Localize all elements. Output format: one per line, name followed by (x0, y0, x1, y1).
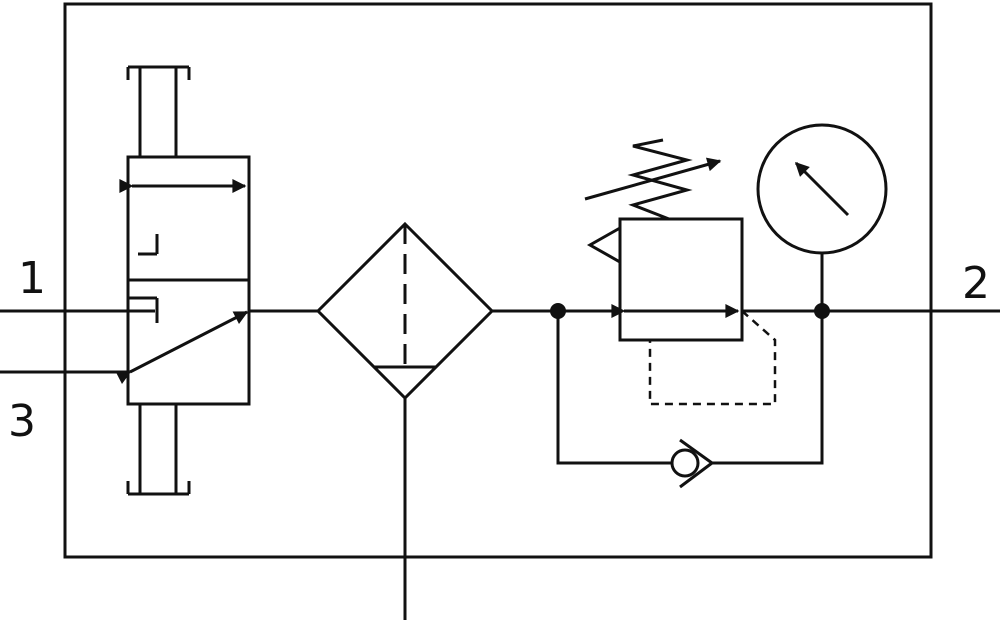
port-label-inlet: 1 (18, 253, 46, 304)
port-label-outlet: 2 (962, 258, 990, 309)
shutoff-valve (115, 65, 251, 496)
check-valve-bypass (556, 311, 824, 489)
pressure-gauge (756, 123, 888, 311)
junction-dot-right (814, 303, 830, 319)
junction-dot-left (550, 303, 566, 319)
filter (315, 221, 495, 620)
pressure-regulator (584, 138, 777, 406)
enclosure-frame (63, 2, 933, 559)
port-label-exhaust: 3 (8, 396, 36, 447)
